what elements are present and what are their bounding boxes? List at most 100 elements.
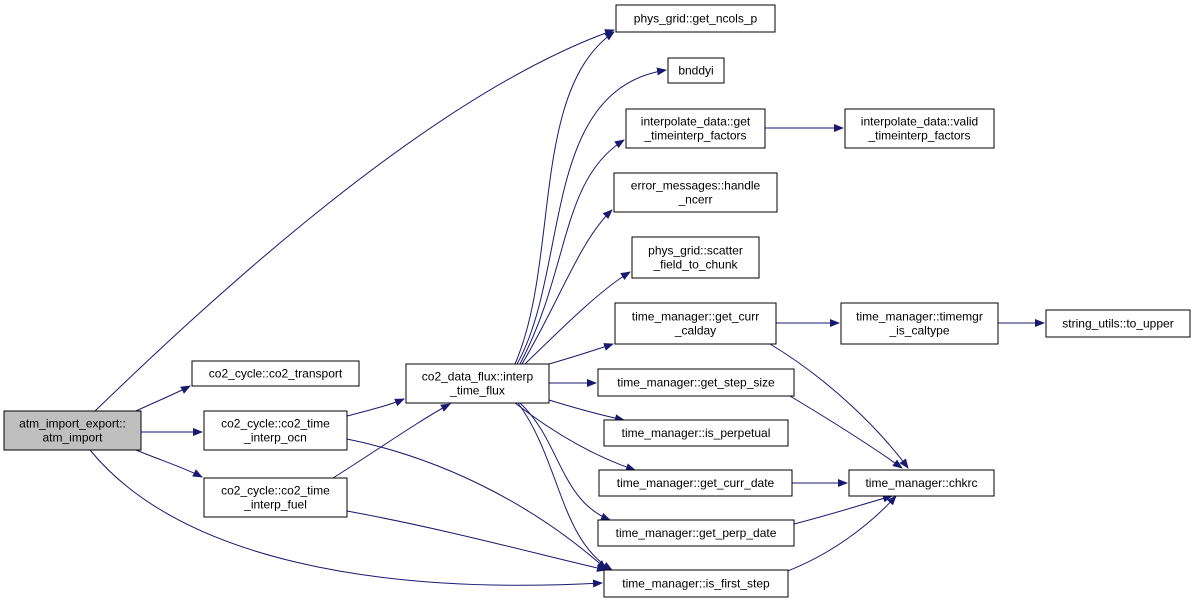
- node-box[interactable]: [631, 236, 760, 279]
- node-bnddyi[interactable]: bnddyi: [667, 57, 725, 84]
- node-box[interactable]: [844, 108, 995, 149]
- edge-co2_time_interp_ocn-to-is_first_step: [346, 438, 607, 570]
- node-label: phys_grid::scatter: [648, 244, 743, 258]
- node-get-curr-date[interactable]: time_manager::get_curr_date: [598, 469, 793, 497]
- edge-get_perp_date-to-chkrc: [789, 494, 893, 526]
- node-is-perpetual[interactable]: time_manager::is_perpetual: [603, 419, 789, 447]
- node-box[interactable]: [3, 410, 142, 451]
- node-label: _ncerr: [677, 193, 712, 207]
- edge-arrow: [89, 449, 603, 588]
- node-label: _calday: [674, 324, 716, 338]
- edge-arrow: [514, 402, 636, 471]
- edge-arrow: [346, 510, 607, 572]
- node-label: _interp_fuel: [243, 498, 307, 512]
- edge-atm_import-to-get_ncols_p: [94, 29, 615, 412]
- edge-interp_time_flux-to-is_perpetual: [548, 399, 625, 423]
- edge-interp_time_flux-to-get_perp_date: [519, 402, 611, 521]
- edge-arrow: [519, 139, 625, 365]
- node-get-step-size[interactable]: time_manager::get_step_size: [597, 368, 795, 397]
- node-box[interactable]: [1045, 309, 1191, 338]
- node-label: co2_cycle::co2_time: [221, 417, 330, 431]
- node-box[interactable]: [625, 108, 766, 149]
- edge-arrow: [135, 385, 191, 412]
- edge-interp_time_flux-to-handle_ncerr: [521, 209, 613, 365]
- node-co2-time-interp-fuel[interactable]: co2_cycle::co2_time_interp_fuel: [203, 477, 348, 518]
- node-label: time_manager::get_curr: [632, 310, 759, 324]
- nodes-layer: atm_import_export::atm_importco2_cycle::…: [3, 4, 1191, 598]
- node-timemgr-is-caltype[interactable]: time_manager::timemgr_is_caltype: [840, 302, 999, 345]
- edge-co2_time_interp_fuel-to-interp_time_flux: [332, 403, 451, 479]
- edge-atm_import-to-is_first_step: [89, 449, 603, 588]
- edge-atm_import-to-co2_time_interp_fuel: [135, 449, 203, 478]
- node-chkrc[interactable]: time_manager::chkrc: [848, 469, 995, 497]
- node-label: _timeinterp_factors: [867, 129, 970, 143]
- edge-interp_time_flux-to-is_first_step: [517, 402, 613, 571]
- node-label: bnddyi: [678, 64, 713, 78]
- node-get-ncols-p[interactable]: phys_grid::get_ncols_p: [615, 4, 776, 33]
- node-get-curr-calday[interactable]: time_manager::get_curr_calday: [614, 302, 777, 345]
- edge-atm_import-to-co2_transport: [135, 385, 191, 412]
- edge-arrow: [519, 402, 611, 521]
- edge-arrow: [514, 31, 615, 365]
- node-label: error_messages::handle: [631, 179, 761, 193]
- node-label: _field_to_chunk: [652, 258, 738, 272]
- node-co2-time-interp-ocn[interactable]: co2_cycle::co2_time_interp_ocn: [203, 410, 348, 451]
- node-scatter-field-to-chunk[interactable]: phys_grid::scatter_field_to_chunk: [631, 236, 760, 279]
- node-box[interactable]: [603, 569, 789, 598]
- node-interp-time-flux[interactable]: co2_data_flux::interp_time_flux: [405, 363, 550, 404]
- node-box[interactable]: [597, 519, 795, 547]
- node-box[interactable]: [615, 4, 776, 33]
- node-label: time_manager::timemgr: [856, 310, 983, 324]
- edge-arrow: [789, 395, 903, 469]
- node-box[interactable]: [613, 172, 778, 213]
- edge-is_first_step-to-chkrc: [784, 495, 897, 573]
- node-get-perp-date[interactable]: time_manager::get_perp_date: [597, 519, 795, 547]
- edge-interp_time_flux-to-get_curr_date: [514, 402, 636, 471]
- edge-get_curr_calday-to-chkrc: [769, 343, 909, 469]
- edge-interp_time_flux-to-get_curr_calday: [548, 343, 614, 365]
- node-label: co2_data_flux::interp: [422, 370, 534, 384]
- node-label: _is_caltype: [888, 324, 949, 338]
- node-box[interactable]: [597, 368, 795, 397]
- node-box[interactable]: [848, 469, 995, 497]
- node-box[interactable]: [603, 419, 789, 447]
- node-label: phys_grid::get_ncols_p: [634, 12, 758, 26]
- edge-interp_time_flux-to-bnddyi: [516, 67, 667, 365]
- node-to-upper[interactable]: string_utils::to_upper: [1045, 309, 1191, 338]
- node-box[interactable]: [598, 469, 793, 497]
- edge-arrow: [346, 398, 405, 417]
- node-box[interactable]: [840, 302, 999, 345]
- node-valid-timeinterp-factors[interactable]: interpolate_data::valid_timeinterp_facto…: [844, 108, 995, 149]
- node-get-timeinterp-factors[interactable]: interpolate_data::get_timeinterp_factors: [625, 108, 766, 149]
- node-box[interactable]: [667, 57, 725, 84]
- node-label: time_manager::get_curr_date: [617, 476, 775, 490]
- edge-interp_time_flux-to-get_timeinterp_factors: [519, 139, 625, 365]
- edge-co2_time_interp_fuel-to-is_first_step: [346, 510, 607, 572]
- node-box[interactable]: [203, 410, 348, 451]
- node-box[interactable]: [405, 363, 550, 404]
- node-box[interactable]: [191, 360, 360, 387]
- node-handle-ncerr[interactable]: error_messages::handle_ncerr: [613, 172, 778, 213]
- node-box[interactable]: [614, 302, 777, 345]
- node-is-first-step[interactable]: time_manager::is_first_step: [603, 569, 789, 598]
- node-atm-import[interactable]: atm_import_export::atm_import: [3, 410, 142, 451]
- edge-interp_time_flux-to-scatter_field_to_chunk: [524, 271, 631, 365]
- edge-arrow: [517, 402, 613, 571]
- node-co2-transport[interactable]: co2_cycle::co2_transport: [191, 360, 360, 387]
- node-label: co2_cycle::co2_time: [221, 484, 330, 498]
- edge-get_step_size-to-chkrc: [789, 395, 903, 469]
- node-label: atm_import_export::: [19, 417, 126, 431]
- node-label: time_manager::get_step_size: [617, 376, 775, 390]
- node-box[interactable]: [203, 477, 348, 518]
- edge-arrow: [548, 399, 625, 423]
- edge-arrow: [784, 495, 897, 573]
- edge-arrow: [135, 449, 203, 478]
- node-label: time_manager::is_perpetual: [622, 426, 771, 440]
- node-label: interpolate_data::valid: [861, 115, 978, 129]
- edge-arrow: [516, 67, 667, 365]
- edge-arrow: [521, 209, 613, 365]
- edge-arrow: [94, 29, 615, 412]
- edge-co2_time_interp_ocn-to-interp_time_flux: [346, 398, 405, 417]
- node-label: _timeinterp_factors: [643, 129, 746, 143]
